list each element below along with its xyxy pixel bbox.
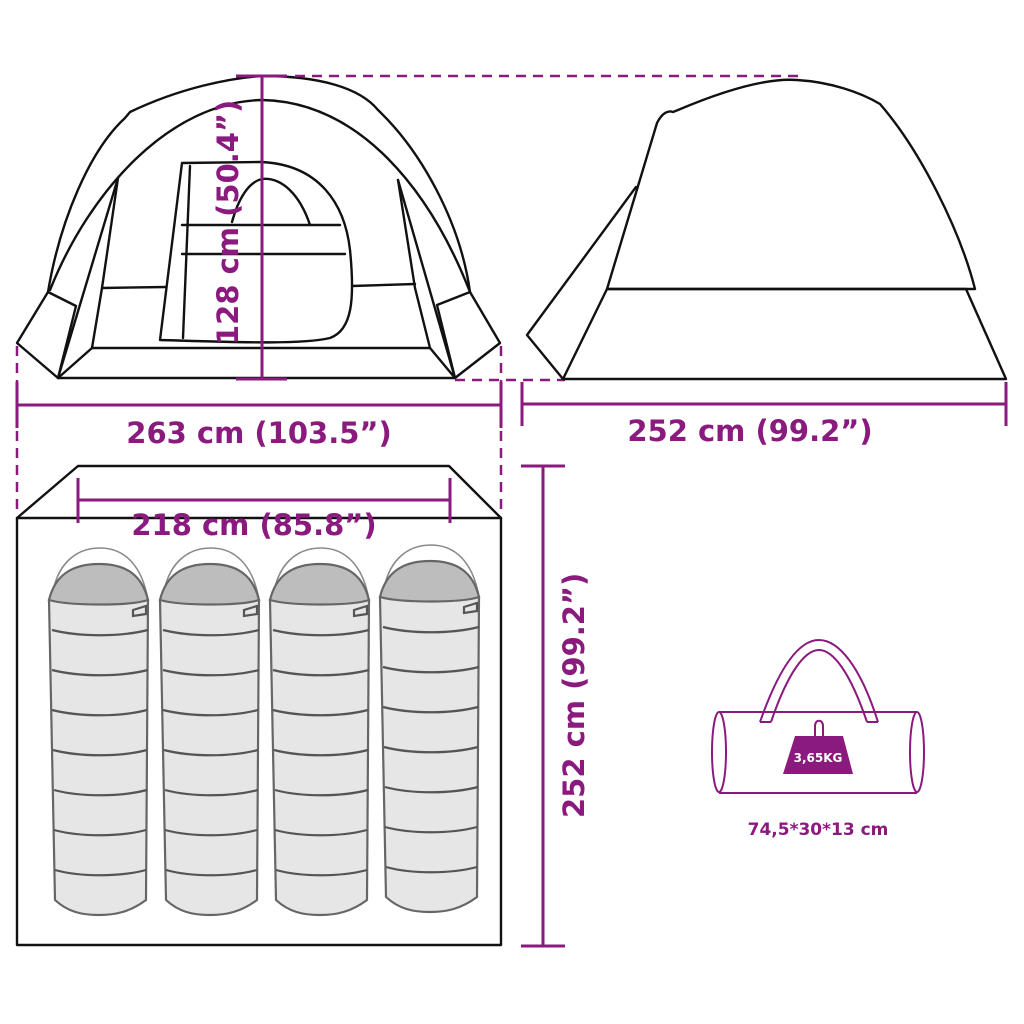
sleeping-bag [378,544,481,914]
floor-inner-width-label: 218 cm (85.8”) [131,508,376,542]
front-height-label: 128 cm (50.4”) [211,100,245,345]
front-width-dimension: 263 cm (103.5”) [15,346,503,510]
weight-icon: 3,65KG [783,719,853,774]
sleeping-bag [47,547,150,917]
tent-front-view: 128 cm (50.4”) [15,74,502,381]
bag-weight-label: 3,65KG [794,751,843,765]
side-length-label: 252 cm (99.2”) [627,414,872,448]
carry-bag-icon: 3,65KG 74,5*30*13 cm [711,638,925,840]
tent-floor-plan: 218 cm (85.8”) [15,464,591,948]
sleeping-bag [158,547,261,917]
front-width-label: 263 cm (103.5”) [126,416,391,450]
tent-side-view: 252 cm (99.2”) [520,78,1008,448]
bag-size-label: 74,5*30*13 cm [748,820,889,840]
sleeping-bag [268,547,371,917]
floor-depth-label: 252 cm (99.2”) [557,573,591,818]
